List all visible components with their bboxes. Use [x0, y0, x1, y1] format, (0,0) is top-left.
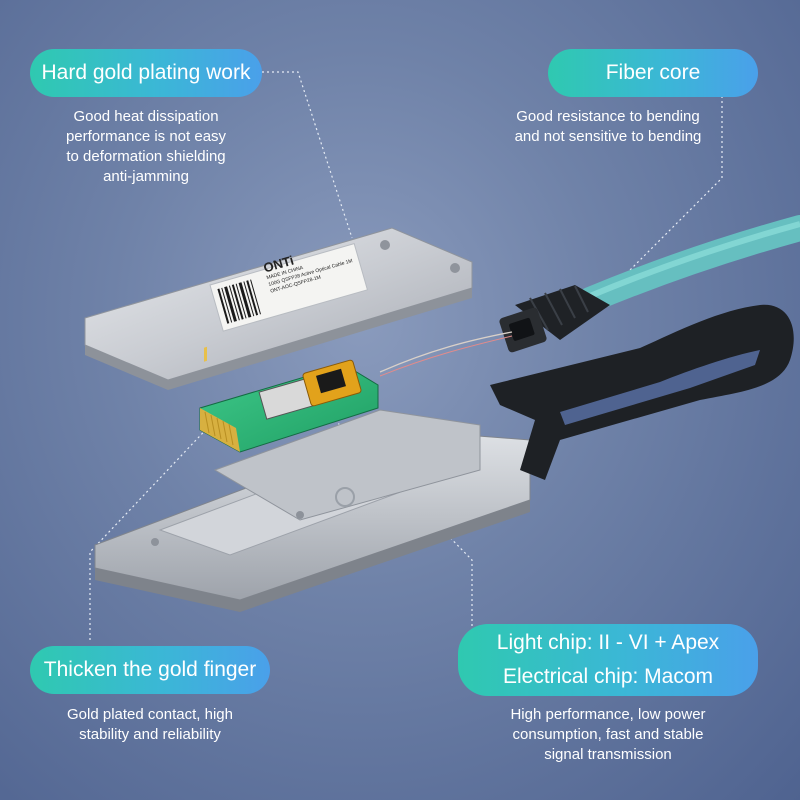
description-line: Good resistance to bending: [516, 108, 700, 125]
callout-title: Thicken the gold finger: [43, 658, 257, 681]
callout-title: Fiber core: [605, 61, 701, 84]
description-line: to deformation shielding: [66, 148, 226, 165]
description-line: signal transmission: [544, 746, 672, 763]
callout-fiber-core: Fiber core: [548, 49, 758, 97]
callout-chips: Light chip: II - VI + Apex Electrical ch…: [458, 624, 758, 696]
description-line: and not sensitive to bending: [514, 128, 702, 145]
bottom-housing: [94, 409, 531, 612]
description-line: performance is not easy: [65, 128, 227, 145]
description-line: anti-jamming: [103, 168, 189, 185]
callout-hard-gold-plating: Hard gold plating work: [30, 49, 262, 97]
description-line: Good heat dissipation: [73, 108, 219, 125]
description-line: Gold plated contact, high: [67, 706, 233, 723]
top-shell-cover: [84, 227, 473, 390]
description-line: stability and reliability: [79, 726, 221, 743]
pcb-board: [199, 346, 379, 453]
callout-chips-description: High performance, low power consumption,…: [478, 705, 738, 765]
callout-fiber-core-description: Good resistance to bending and not sensi…: [493, 107, 723, 147]
callout-title: Hard gold plating work: [41, 61, 251, 84]
callout-title-line1: Light chip: II - VI + Apex: [496, 631, 720, 654]
callout-hard-gold-plating-description: Good heat dissipation performance is not…: [40, 107, 252, 187]
description-line: High performance, low power: [510, 706, 706, 723]
pull-tab: [490, 304, 794, 480]
fiber-cable: [379, 215, 800, 377]
description-line: consumption, fast and stable: [512, 726, 704, 743]
callout-gold-finger: Thicken the gold finger: [30, 646, 270, 694]
callout-gold-finger-description: Gold plated contact, high stability and …: [40, 705, 260, 745]
callout-title-line2: Electrical chip: Macom: [502, 665, 714, 688]
